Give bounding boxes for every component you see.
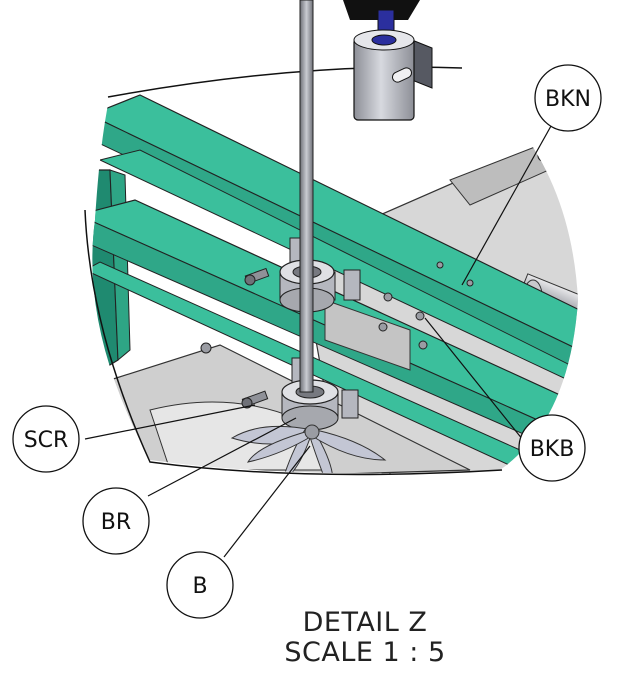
upper-bearing (279, 237, 361, 313)
lower-bearing (281, 357, 359, 431)
detail-caption: DETAIL Z SCALE 1 : 5 (200, 608, 530, 668)
callout-br: BR (82, 487, 150, 555)
callout-b: B (166, 551, 234, 619)
detail-scale: SCALE 1 : 5 (284, 637, 446, 668)
bracket-plate (324, 299, 411, 371)
callout-bkn-label: BKN (545, 87, 591, 112)
fan-blades (230, 424, 387, 474)
motor (343, 0, 433, 121)
callout-b-label: B (192, 574, 207, 599)
leader-lines (84, 125, 552, 558)
callout-bkn: BKN (534, 64, 602, 132)
callout-bkb-label: BKB (530, 437, 575, 462)
callout-scr-label: SCR (24, 428, 69, 453)
detail-title: DETAIL Z (302, 607, 428, 638)
callout-bkb: BKB (518, 414, 586, 482)
vertical-shaft (299, 0, 314, 393)
detail-view (92, 67, 578, 474)
left-screw (244, 267, 270, 286)
callout-scr: SCR (12, 405, 80, 473)
callout-br-label: BR (101, 510, 131, 535)
